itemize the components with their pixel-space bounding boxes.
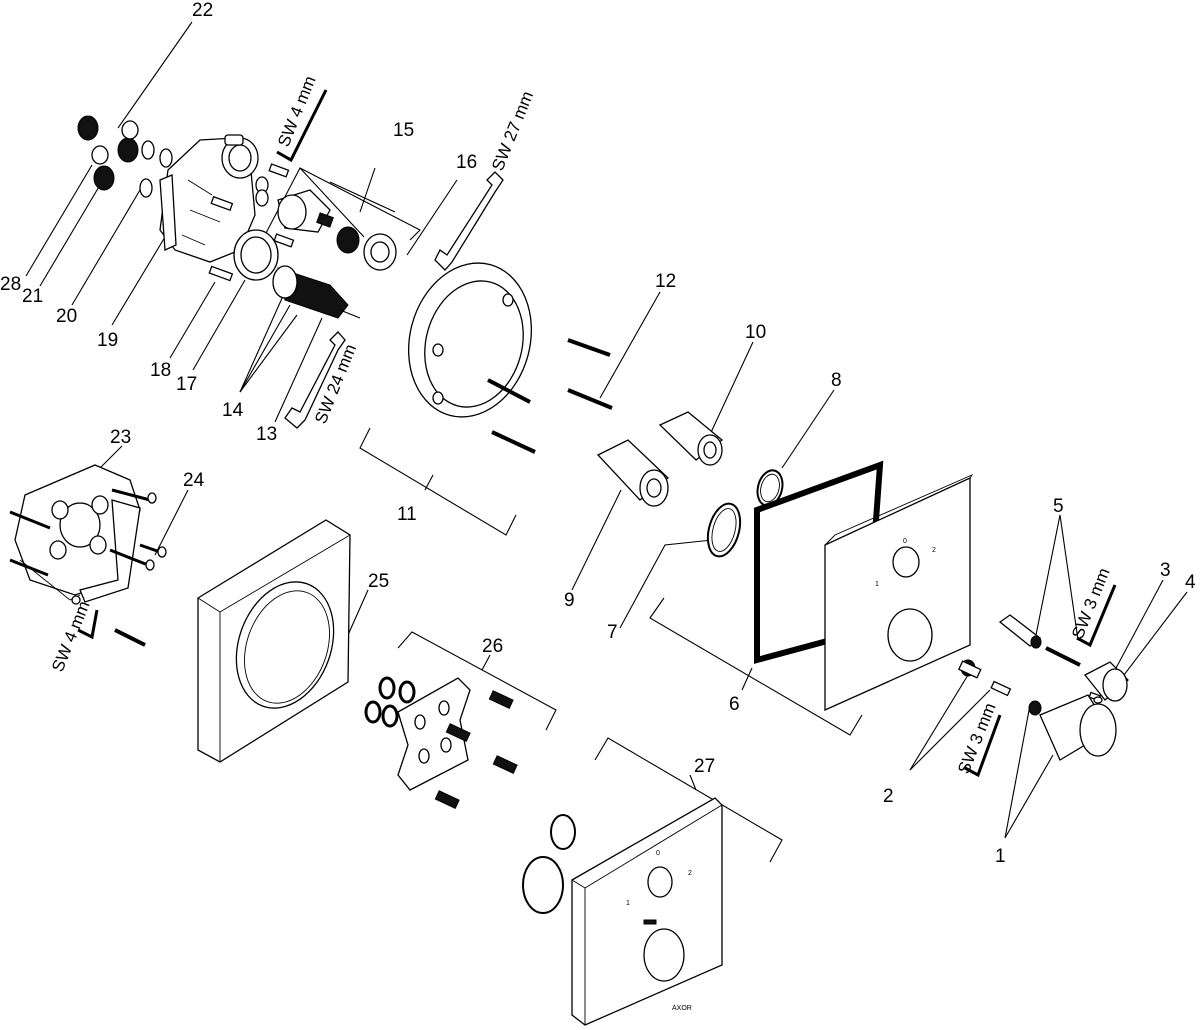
body-o-rings — [139, 140, 269, 207]
tool-label-sw27: SW 27 mm — [488, 88, 537, 173]
allen-key-sw3-lower — [964, 714, 1002, 778]
mounting-plate-26 — [364, 676, 518, 809]
handle-large — [1039, 694, 1117, 761]
sleeve-10 — [658, 411, 724, 466]
extension-5 — [998, 614, 1081, 667]
callout-28: 28 — [0, 274, 21, 295]
callout-11: 11 — [397, 504, 417, 525]
plate-brand: AXOR — [672, 1005, 692, 1012]
plate-mark-1: 1 — [626, 900, 630, 907]
box-screws — [9, 488, 167, 647]
callout-22: 22 — [192, 0, 213, 21]
callout-21: 21 — [22, 286, 43, 307]
callout-17: 17 — [176, 374, 197, 395]
callout-8: 8 — [831, 370, 842, 391]
trim-plate-27: 0 2 1 AXOR — [522, 797, 723, 1026]
installation-box — [14, 464, 141, 603]
wrench-27 — [434, 171, 504, 271]
check-valve-inserts — [77, 115, 139, 191]
callout-16: 16 — [456, 152, 477, 173]
callout-5: 5 — [1053, 496, 1064, 517]
callout-1: 1 — [995, 846, 1006, 867]
callout-19: 19 — [97, 330, 118, 351]
tool-label-sw4-left: SW 4 mm — [48, 598, 94, 674]
callout-26: 26 — [482, 636, 503, 657]
callout-27: 27 — [694, 756, 715, 777]
allen-key-top — [276, 89, 328, 163]
handle-small — [1083, 661, 1129, 702]
cartridge-upper — [277, 189, 397, 271]
valve-body — [159, 134, 279, 281]
plate-25 — [197, 519, 351, 763]
long-screws-ring — [487, 338, 613, 454]
sleeve-9 — [596, 439, 669, 507]
callout-7: 7 — [607, 622, 618, 643]
plate-mark-dial-top: 0 — [656, 850, 660, 857]
allen-key-left — [77, 609, 99, 640]
callout-10: 10 — [745, 322, 766, 343]
small-screws-2 — [957, 659, 1042, 716]
allen-key-sw3-upper — [1076, 584, 1117, 648]
callout-numbers: 1 2 3 4 5 6 7 8 9 10 11 12 13 14 15 16 1… — [0, 0, 1196, 867]
callout-12: 12 — [655, 271, 676, 292]
callout-13: 13 — [256, 424, 277, 445]
small-screws-top — [208, 163, 295, 282]
callout-6: 6 — [729, 694, 740, 715]
o-ring-7 — [706, 502, 742, 558]
callout-14: 14 — [222, 400, 244, 421]
callout-15: 15 — [393, 120, 414, 141]
svg-text:2: 2 — [932, 547, 936, 554]
o-ring-8 — [756, 469, 784, 507]
callout-23: 23 — [110, 427, 131, 448]
callout-3: 3 — [1160, 560, 1171, 581]
tool-label-sw4-top: SW 4 mm — [274, 73, 320, 149]
callout-9: 9 — [564, 590, 575, 611]
callout-18: 18 — [150, 360, 171, 381]
callout-24: 24 — [183, 470, 205, 491]
cover-plate-6: 0 2 1 — [824, 473, 974, 712]
callout-4: 4 — [1185, 572, 1196, 593]
callout-2: 2 — [883, 786, 894, 807]
cartridge-lower — [272, 265, 361, 319]
svg-text:1: 1 — [875, 581, 879, 588]
svg-text:0: 0 — [903, 538, 907, 545]
callout-20: 20 — [56, 306, 77, 327]
callout-25: 25 — [368, 571, 389, 592]
wrench-24 — [284, 331, 346, 429]
plate-mark-2: 2 — [688, 870, 692, 877]
mounting-ring — [407, 262, 533, 418]
